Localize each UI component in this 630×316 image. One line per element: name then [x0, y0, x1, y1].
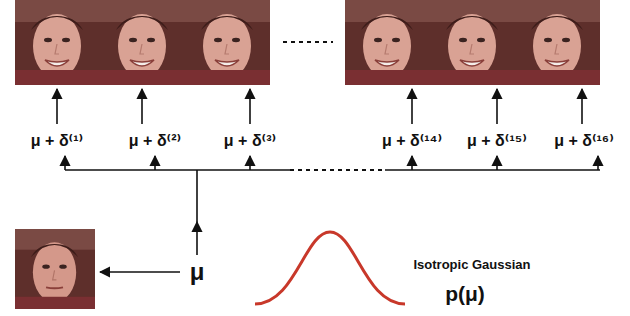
gaussian-curve: [255, 232, 405, 304]
distribution-label: p(μ): [445, 282, 485, 306]
mu-to-face-arrow: [100, 271, 180, 273]
sample-label: μ + δ⁽¹⁶⁾: [554, 132, 614, 150]
sample-label: μ + δ⁽¹⁴⁾: [382, 132, 442, 150]
up-arrows-to-faces: [57, 89, 582, 124]
mean-symbol: μ: [190, 258, 205, 286]
sample-label: μ + δ⁽¹⁵⁾: [467, 132, 527, 150]
sampling-bracket: [65, 156, 600, 255]
sample-label: μ + δ⁽²⁾: [129, 132, 181, 150]
distribution-name: Isotropic Gaussian: [413, 258, 530, 273]
face-photos: [15, 0, 600, 309]
ellipsis-dashes: [283, 42, 385, 170]
sample-label: μ + δ⁽¹⁾: [31, 132, 83, 150]
sample-label: μ + δ⁽³⁾: [224, 132, 276, 150]
